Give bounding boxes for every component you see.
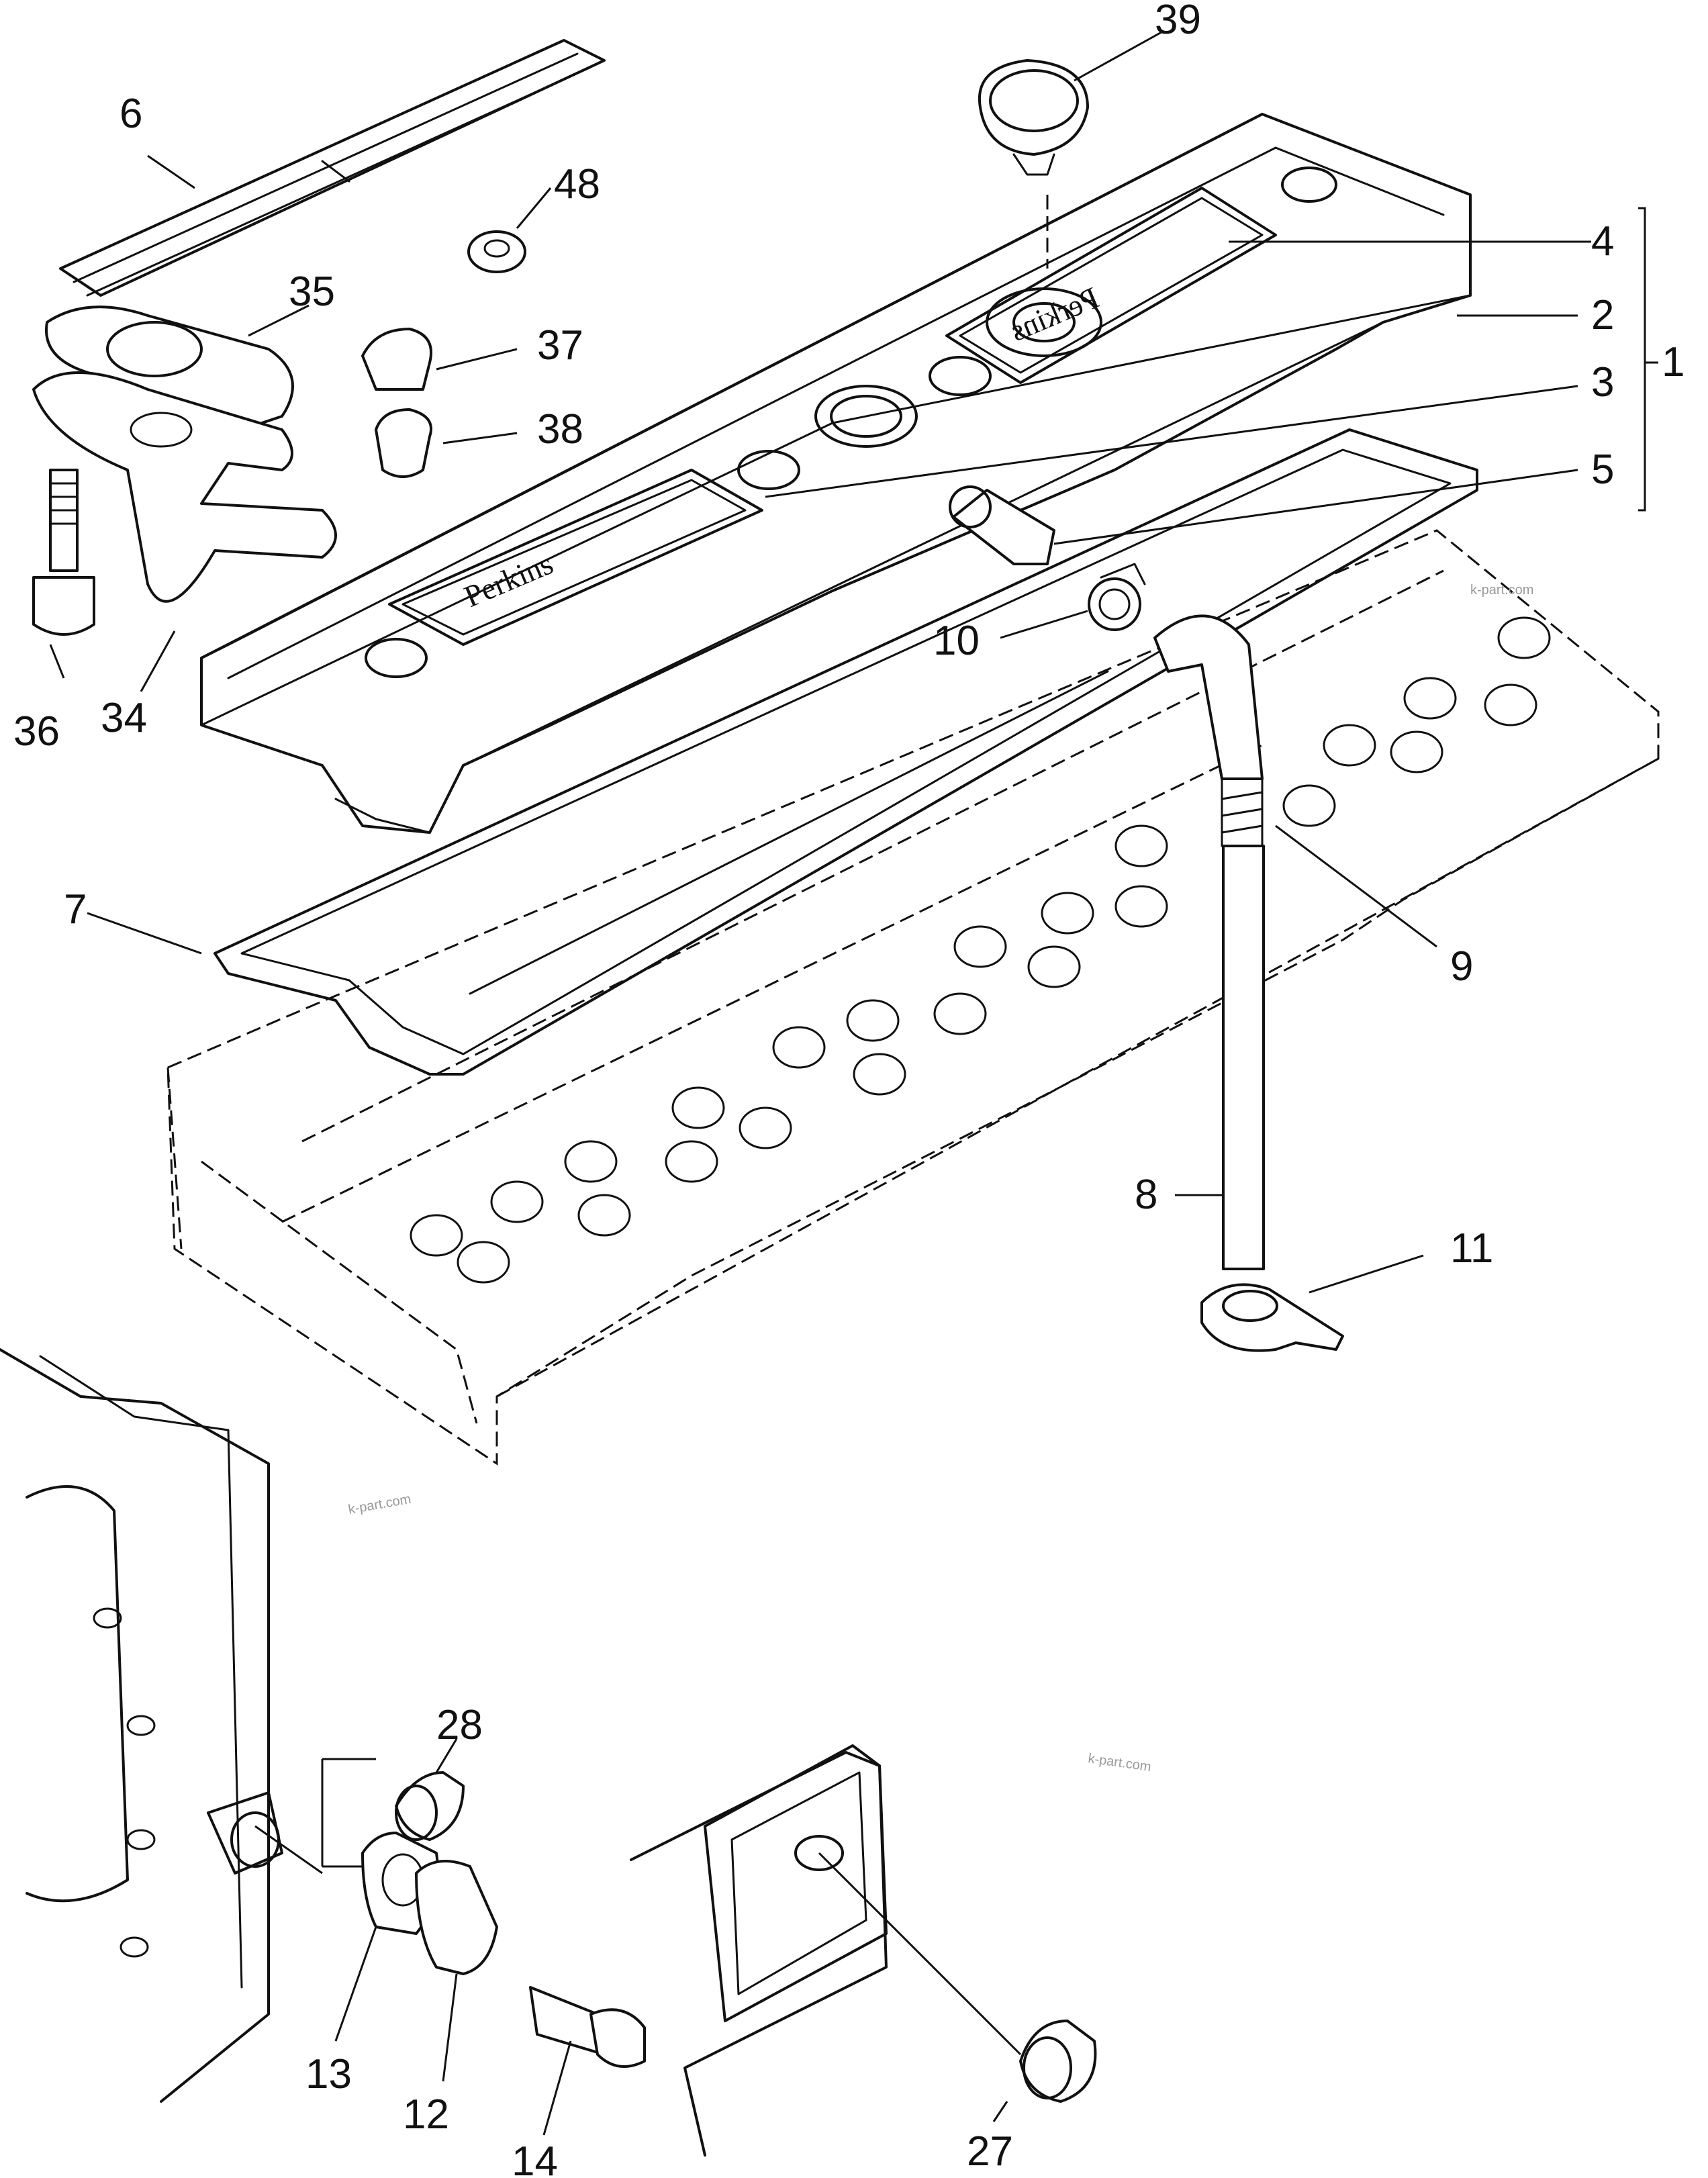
rocker-cover: Perkins Perkins: [200, 113, 1472, 834]
oil-filler-cap: [978, 59, 1089, 269]
callout-48: 48: [554, 161, 600, 207]
watermark: k-part.com: [1470, 583, 1533, 598]
callouts: 39 6 48 35 37 38 4 2 1 3 5 10 36 34 7 9 …: [13, 0, 1685, 2178]
callout-6: 6: [120, 91, 142, 137]
callout-4: 4: [1591, 218, 1614, 265]
washer-48: [467, 230, 526, 273]
leader-lines: [49, 31, 1658, 2136]
bolt-14: [529, 1986, 646, 2068]
rocker-cover-gasket: [214, 428, 1478, 1076]
seal-27: [1019, 2020, 1097, 2103]
callout-1: 1: [1662, 339, 1685, 385]
banjo-bolt: [361, 328, 432, 478]
callout-34: 34: [101, 695, 147, 741]
cover-plate-12: [415, 1860, 498, 1975]
callout-39: 39: [1155, 0, 1201, 43]
callout-5: 5: [1591, 446, 1614, 493]
timing-case: [0, 1348, 283, 2103]
callout-14: 14: [512, 2138, 558, 2178]
callout-13: 13: [305, 2051, 352, 2097]
bolt-36: [32, 469, 95, 636]
valve-caps: [410, 616, 1551, 1284]
callout-7: 7: [64, 886, 87, 933]
callout-10: 10: [933, 618, 980, 664]
pipe-clip: [1200, 1283, 1344, 1352]
callout-12: 12: [403, 2091, 449, 2138]
callout-8: 8: [1135, 1172, 1157, 1218]
callout-28: 28: [436, 1702, 483, 1748]
watermark: k-part.com: [1087, 1751, 1152, 1774]
cylinder-head: [167, 529, 1660, 1466]
elbow-gasket: [45, 305, 294, 431]
callout-35: 35: [289, 269, 335, 315]
watermark: k-part.com: [347, 1492, 412, 1517]
breather-hose: [1153, 614, 1264, 847]
callout-3: 3: [1591, 359, 1614, 406]
hose-clamp: [1088, 563, 1146, 631]
callout-27: 27: [967, 2128, 1013, 2175]
breather-elbow: [32, 371, 337, 603]
breather-pipe: [1222, 845, 1265, 1270]
rear-plate: [630, 1744, 888, 2157]
callout-11: 11: [1450, 1225, 1493, 1272]
cover-strips: [59, 39, 606, 297]
watermarks: k-part.com k-part.com k-part.com: [347, 583, 1533, 1774]
callout-9: 9: [1450, 943, 1473, 990]
callout-2: 2: [1591, 292, 1614, 338]
callout-38: 38: [537, 406, 583, 453]
callout-37: 37: [537, 322, 583, 369]
seal-28: [395, 1771, 465, 1841]
callout-36: 36: [13, 708, 60, 755]
